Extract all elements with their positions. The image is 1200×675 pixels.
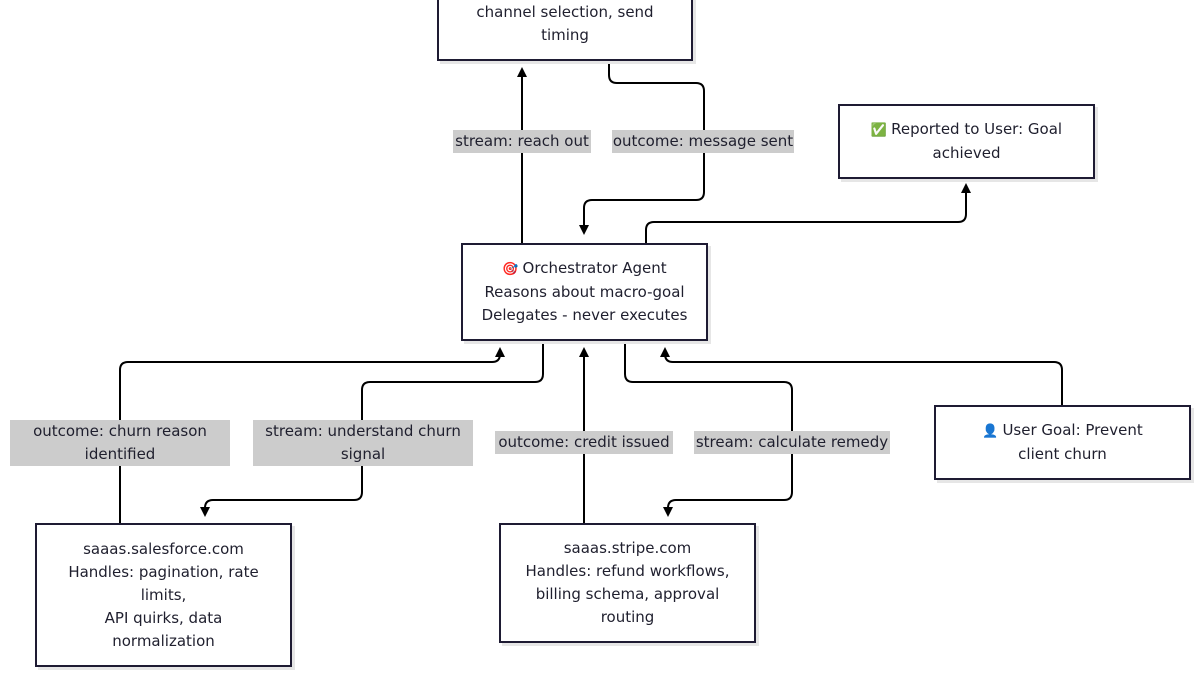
node-text: timing xyxy=(541,26,589,44)
node-text: achieved xyxy=(932,144,1001,162)
edge-label-message-sent: outcome: message sent xyxy=(612,130,794,153)
salesforce-node: saaas.salesforce.com Handles: pagination… xyxy=(35,523,292,667)
stripe-node: saaas.stripe.com Handles: refund workflo… xyxy=(499,523,756,643)
edge-calculate-remedy xyxy=(624,340,793,517)
reported-to-user-node: ✅Reported to User: Goal achieved xyxy=(838,104,1095,179)
edge-goal-achieved xyxy=(645,183,971,243)
node-text: client churn xyxy=(1018,445,1107,463)
user-icon: 👤 xyxy=(982,424,999,439)
edge-label-text: signal xyxy=(340,445,386,463)
node-text: channel selection, send xyxy=(476,3,654,21)
edge-label-churn-reason: outcome: churn reason identified xyxy=(10,420,230,466)
edge-label-text: stream: calculate remedy xyxy=(695,433,889,451)
check-mark-icon: ✅ xyxy=(870,123,888,138)
target-icon: 🎯 xyxy=(502,262,519,277)
node-text: Reported to User: Goal xyxy=(891,120,1063,138)
node-text: Handles: pagination, rate xyxy=(68,562,259,581)
node-text: Reasons about macro-goal xyxy=(484,283,685,301)
node-text: Delegates - never executes xyxy=(481,306,688,324)
node-text: billing schema, approval xyxy=(535,585,720,603)
edge-label-text: outcome: message sent xyxy=(612,132,794,150)
node-text: User Goal: Prevent xyxy=(1002,421,1143,439)
node-text: normalization xyxy=(112,631,215,650)
node-title: saaas.salesforce.com xyxy=(83,539,244,558)
edge-label-credit-issued: outcome: credit issued xyxy=(495,431,673,454)
edge-label-text: stream: understand churn xyxy=(265,422,461,440)
edge-label-understand-churn: stream: understand churn signal xyxy=(253,420,473,466)
channel-selection-node: channel selection, send timing xyxy=(437,0,693,61)
edge-user-goal xyxy=(660,347,1063,405)
node-title: saaas.stripe.com xyxy=(563,539,692,557)
edge-label-reach-out: stream: reach out xyxy=(453,130,591,153)
node-text: API quirks, data xyxy=(104,608,223,627)
edge-label-text: outcome: credit issued xyxy=(498,433,670,451)
node-text: Handles: refund workflows, xyxy=(525,562,730,580)
user-goal-node: 👤User Goal: Prevent client churn xyxy=(934,405,1191,480)
orchestrator-agent-node: 🎯Orchestrator Agent Reasons about macro-… xyxy=(461,243,708,341)
edge-label-calculate-remedy: stream: calculate remedy xyxy=(694,431,890,454)
node-text: limits, xyxy=(140,585,187,604)
edge-label-text: stream: reach out xyxy=(455,132,589,150)
edge-label-text: identified xyxy=(84,445,156,463)
node-text: routing xyxy=(600,608,655,626)
node-title: Orchestrator Agent xyxy=(522,259,667,277)
edge-label-text: outcome: churn reason xyxy=(33,422,207,440)
edge-churn-reason xyxy=(119,347,505,523)
